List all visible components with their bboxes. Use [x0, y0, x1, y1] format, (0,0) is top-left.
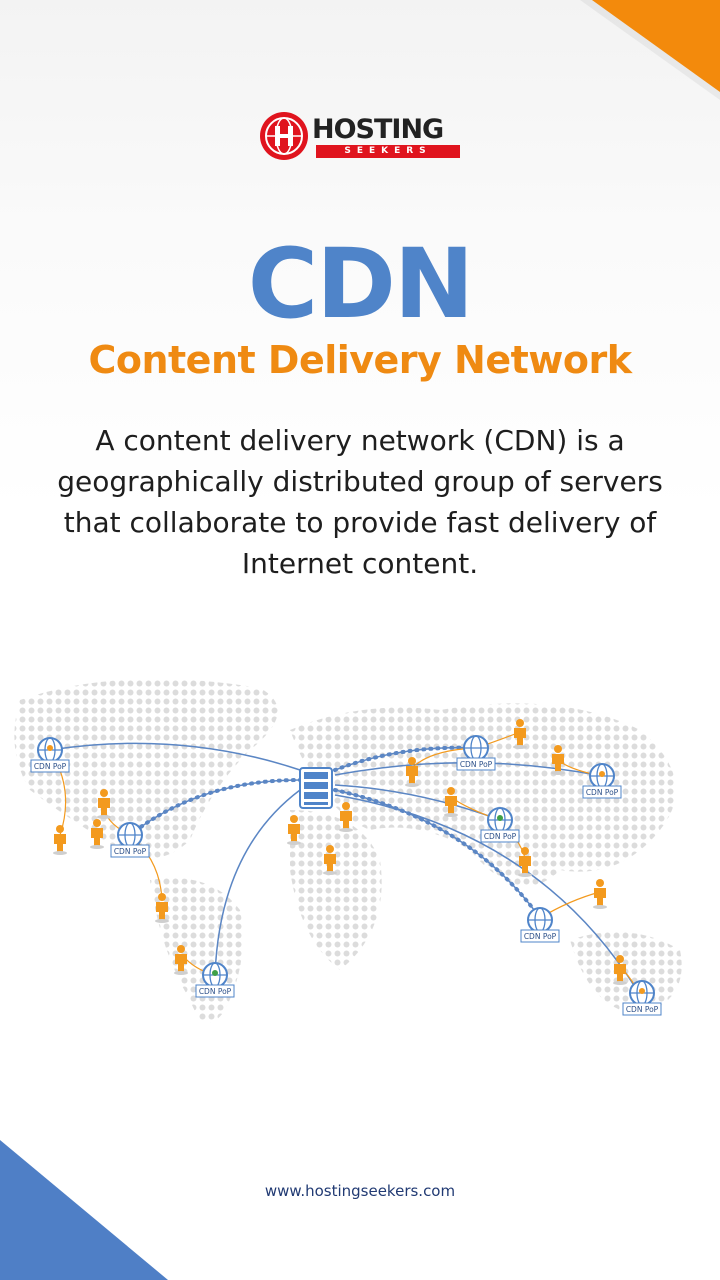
brand-logo[interactable]: HOSTING SEEKERS — [258, 108, 463, 164]
svg-text:CDN PoP: CDN PoP — [34, 762, 67, 771]
logo-subtext: SEEKERS — [316, 145, 460, 158]
cdn-pop-7: CDN PoP — [520, 907, 560, 943]
description-text: A content delivery network (CDN) is a ge… — [57, 424, 663, 580]
cdn-pop-5: CDN PoP — [582, 763, 622, 799]
cdn-pop-4: CDN PoP — [456, 735, 496, 771]
cdn-pop-1: CDN PoP — [30, 737, 70, 773]
cdn-pop-8: CDN PoP — [622, 980, 662, 1016]
cdn-network-diagram: CDN PoP CDN PoP CDN PoP CDN PoP CDN PoP … — [0, 670, 720, 1070]
corner-decoration-bottom-left — [0, 1140, 168, 1280]
svg-text:CDN PoP: CDN PoP — [460, 760, 493, 769]
cdn-pop-3: CDN PoP — [195, 962, 235, 998]
world-map — [14, 678, 682, 1023]
svg-text:CDN PoP: CDN PoP — [484, 832, 517, 841]
origin-server-icon — [299, 767, 333, 809]
svg-text:CDN PoP: CDN PoP — [524, 932, 557, 941]
svg-text:CDN PoP: CDN PoP — [114, 847, 147, 856]
corner-decoration-top-right — [592, 0, 720, 92]
cdn-pop-2: CDN PoP — [110, 822, 150, 858]
page-title: CDN — [247, 228, 474, 340]
svg-text:CDN PoP: CDN PoP — [586, 788, 619, 797]
logo-globe-icon — [260, 112, 308, 160]
website-url[interactable]: www.hostingseekers.com — [264, 1182, 456, 1200]
logo-wordmark: HOSTING — [312, 114, 444, 145]
svg-text:CDN PoP: CDN PoP — [199, 987, 232, 996]
page-subtitle: Content Delivery Network — [88, 338, 632, 382]
cdn-pop-6: CDN PoP — [480, 807, 520, 843]
svg-text:CDN PoP: CDN PoP — [626, 1005, 659, 1014]
